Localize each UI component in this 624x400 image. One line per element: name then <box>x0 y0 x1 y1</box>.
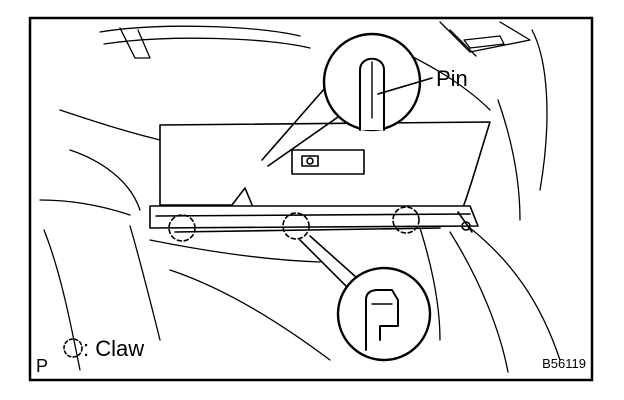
claw-legend-icon <box>63 338 83 358</box>
figure-code: B56119 <box>542 356 586 371</box>
claw-legend-text: : Claw <box>83 336 144 361</box>
view-letter: P <box>36 356 48 376</box>
pin-detail-callout <box>261 32 433 167</box>
claw-marker-center <box>282 212 310 240</box>
claw-markers <box>168 206 420 242</box>
claw-icon <box>365 289 399 351</box>
glove-box-panel <box>149 121 491 233</box>
pin-label: Pin <box>436 66 468 91</box>
dashboard-background <box>39 21 561 373</box>
claw-marker-right <box>392 206 420 234</box>
claw-detail-callout <box>299 235 432 362</box>
glove-box-handle <box>291 149 365 175</box>
claw-marker-left <box>168 214 196 242</box>
